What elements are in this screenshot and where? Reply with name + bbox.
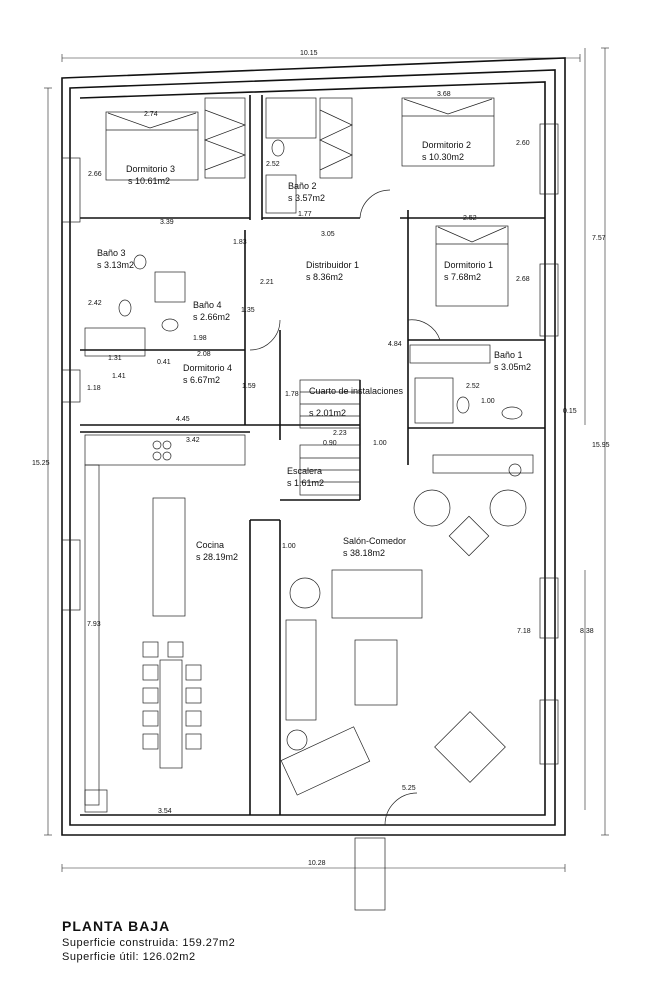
room-labels: Dormitorio 3 s 10.61m2 Baño 2 s 3.57m2 D… bbox=[97, 140, 531, 562]
room-name: Dormitorio 2 bbox=[422, 140, 471, 150]
room-name: Cocina bbox=[196, 540, 224, 550]
dim-label: 1.35 bbox=[241, 307, 255, 314]
dim-label: 0.15 bbox=[563, 408, 577, 415]
dim-label: 2.08 bbox=[197, 351, 211, 358]
furniture bbox=[61, 97, 559, 911]
room-name: Baño 3 bbox=[97, 248, 126, 258]
room-area: s 3.57m2 bbox=[288, 193, 325, 203]
room-name: Distribuidor 1 bbox=[306, 260, 359, 270]
dim-label: 1.77 bbox=[298, 211, 312, 218]
room-area: s 8.36m2 bbox=[306, 272, 343, 282]
dim-label: 4.45 bbox=[176, 416, 190, 423]
dim-label: 2.52 bbox=[463, 215, 477, 222]
dim-label: 10.28 bbox=[308, 860, 326, 867]
room-name: Salón-Comedor bbox=[343, 536, 406, 546]
dim-label: 7.57 bbox=[592, 235, 606, 242]
room-name: Baño 4 bbox=[193, 300, 222, 310]
room-name: Dormitorio 3 bbox=[126, 164, 175, 174]
dim-label: 8.38 bbox=[580, 628, 594, 635]
room-name: Escalera bbox=[287, 466, 322, 476]
room-area: s 7.68m2 bbox=[444, 272, 481, 282]
room-area: s 6.67m2 bbox=[183, 375, 220, 385]
dim-label: 3.39 bbox=[160, 219, 174, 226]
room-area: s 10.30m2 bbox=[422, 152, 464, 162]
dim-label: 3.54 bbox=[158, 808, 172, 815]
room-name: Dormitorio 1 bbox=[444, 260, 493, 270]
dim-label: 1.00 bbox=[282, 543, 296, 550]
room-area: s 3.05m2 bbox=[494, 362, 531, 372]
dim-label: 0.90 bbox=[323, 440, 337, 447]
dim-label: 1.83 bbox=[233, 239, 247, 246]
dim-label: 3.42 bbox=[186, 437, 200, 444]
dim-label: 2.21 bbox=[260, 279, 274, 286]
title-block: PLANTA BAJA Superficie construida: 159.2… bbox=[62, 918, 235, 963]
dim-label: 1.78 bbox=[285, 391, 299, 398]
room-area: s 2.66m2 bbox=[193, 312, 230, 322]
room-area: s 10.61m2 bbox=[128, 176, 170, 186]
dim-label: 15.95 bbox=[592, 442, 610, 449]
room-name: Cuarto de instalaciones bbox=[309, 386, 404, 396]
dim-label: 7.93 bbox=[87, 621, 101, 628]
dim-label: 2.52 bbox=[266, 161, 280, 168]
room-name: Dormitorio 4 bbox=[183, 363, 232, 373]
room-area: s 3.13m2 bbox=[97, 260, 134, 270]
room-name: Baño 1 bbox=[494, 350, 523, 360]
dim-label: 10.15 bbox=[300, 50, 318, 57]
dim-label: 1.98 bbox=[193, 335, 207, 342]
dim-label: 2.52 bbox=[466, 383, 480, 390]
dim-label: 1.18 bbox=[87, 385, 101, 392]
dim-label: 3.05 bbox=[321, 231, 335, 238]
room-area: s 1.61m2 bbox=[287, 478, 324, 488]
dim-label: 1.00 bbox=[481, 398, 495, 405]
dim-label: 1.41 bbox=[112, 373, 126, 380]
dim-label: 2.42 bbox=[88, 300, 102, 307]
dim-label: 2.60 bbox=[516, 140, 530, 147]
dim-label: 7.18 bbox=[517, 628, 531, 635]
dim-label: 2.74 bbox=[144, 111, 158, 118]
dim-label: 3.68 bbox=[437, 91, 451, 98]
dimension-lines bbox=[44, 47, 609, 872]
dim-label: 15.25 bbox=[32, 460, 50, 467]
dim-label: 1.00 bbox=[373, 440, 387, 447]
dim-label: 4.84 bbox=[388, 341, 402, 348]
built-area: Superficie construida: 159.27m2 bbox=[62, 937, 236, 949]
room-area: s 38.18m2 bbox=[343, 548, 385, 558]
dim-label: 2.66 bbox=[88, 171, 102, 178]
exterior-walls bbox=[61, 57, 566, 836]
room-area: s 28.19m2 bbox=[196, 552, 238, 562]
dim-label: 0.41 bbox=[157, 359, 171, 366]
dim-label: 2.68 bbox=[516, 276, 530, 283]
dim-label: 1.59 bbox=[242, 383, 256, 390]
dim-label: 5.25 bbox=[402, 785, 416, 792]
room-name: Baño 2 bbox=[288, 181, 317, 191]
dimension-labels: 10.15 2.74 3.68 2.66 2.52 2.60 3.39 1.77… bbox=[32, 50, 610, 867]
dim-label: 2.23 bbox=[333, 430, 347, 437]
interior-walls bbox=[80, 95, 545, 815]
dim-label: 1.31 bbox=[108, 355, 122, 362]
plan-title: PLANTA BAJA bbox=[62, 918, 171, 934]
room-area: s 2.01m2 bbox=[309, 408, 346, 418]
usable-area: Superficie útil: 126.02m2 bbox=[62, 951, 196, 963]
